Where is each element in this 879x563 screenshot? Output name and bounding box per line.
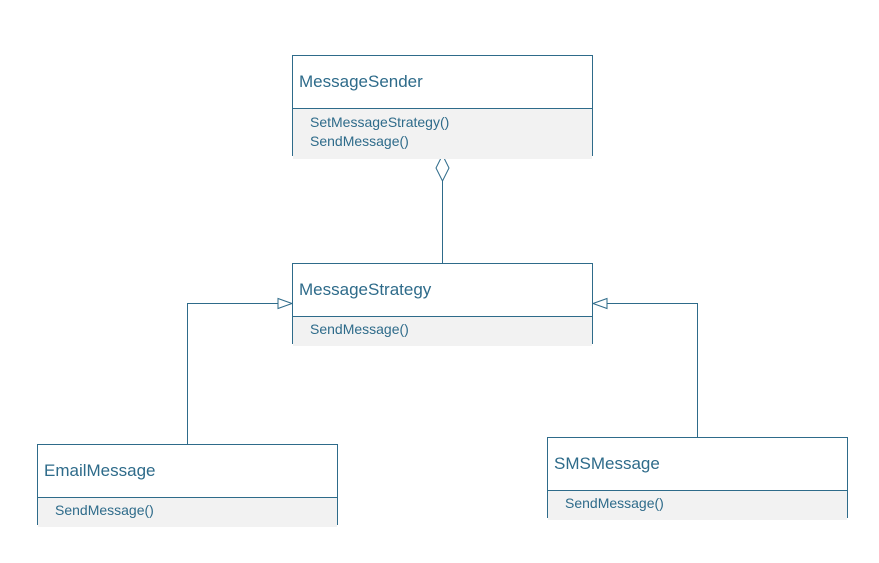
generalization-line-sms: [607, 303, 698, 437]
operation-label: SetMessageStrategy(): [310, 114, 450, 130]
operations-compartment: SendMessage(): [38, 498, 337, 527]
aggregation-connector: [435, 153, 450, 263]
generalization-arrowhead-icon: [277, 297, 294, 310]
class-message-sender[interactable]: MessageSender SetMessageStrategy() SendM…: [292, 55, 593, 159]
operation-label: SendMessage(): [55, 502, 154, 518]
operations-compartment: SetMessageStrategy() SendMessage(): [293, 109, 592, 159]
operation-label: SendMessage(): [565, 495, 664, 511]
operation-label: SendMessage(): [310, 133, 409, 149]
generalization-connector-sms: [591, 297, 698, 437]
class-message-strategy[interactable]: MessageStrategy SendMessage(): [292, 263, 593, 346]
class-name: MessageStrategy: [293, 264, 592, 317]
class-email-message[interactable]: EmailMessage SendMessage(): [37, 444, 338, 527]
class-name: SMSMessage: [548, 438, 847, 491]
operations-compartment: SendMessage(): [548, 491, 847, 520]
generalization-connector-email: [187, 297, 294, 444]
aggregation-diamond-icon: [435, 153, 450, 183]
generalization-arrowhead-icon: [591, 297, 608, 310]
class-sms-message[interactable]: SMSMessage SendMessage(): [547, 437, 848, 520]
operations-compartment: SendMessage(): [293, 317, 592, 346]
class-name: MessageSender: [293, 56, 592, 109]
class-name: EmailMessage: [38, 445, 337, 498]
operation-label: SendMessage(): [310, 321, 409, 337]
generalization-line-email: [187, 303, 278, 444]
